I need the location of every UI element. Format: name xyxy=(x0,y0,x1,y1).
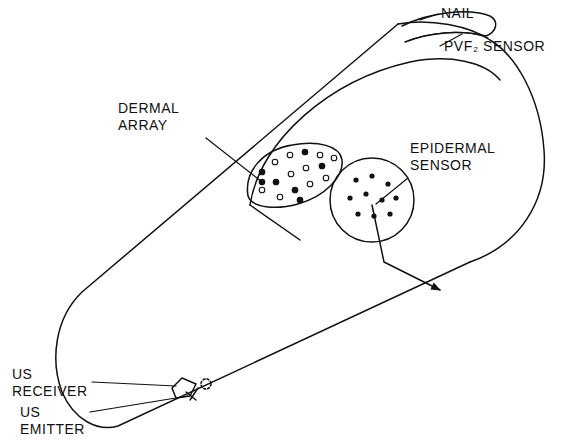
finger-outline xyxy=(56,24,470,428)
part-label: NAIL xyxy=(441,5,474,22)
part-label: US EMITTER xyxy=(20,404,85,438)
dermal-element xyxy=(303,165,309,171)
dermal-element xyxy=(277,194,283,200)
epidermal-element xyxy=(355,211,360,216)
leader-line xyxy=(420,14,438,20)
us-emitter xyxy=(201,379,211,389)
us-emitter xyxy=(186,388,198,400)
part-label: PVF₂ SENSOR xyxy=(444,38,545,55)
dermal-element xyxy=(287,152,293,158)
dermal-element xyxy=(288,171,294,177)
epidermal-element xyxy=(387,211,392,216)
leader-line xyxy=(90,396,188,412)
dermal-element xyxy=(259,187,265,193)
dermal-array xyxy=(247,143,342,207)
dermal-element xyxy=(259,169,265,175)
dermal-element xyxy=(302,149,308,155)
sensor-cable xyxy=(372,205,440,290)
leader-line xyxy=(376,178,408,204)
epidermal-sensor xyxy=(330,158,414,242)
dermal-element xyxy=(307,181,313,187)
part-label: EPIDERMAL SENSOR xyxy=(410,140,495,174)
inner-section xyxy=(250,205,300,240)
epidermal-element xyxy=(363,191,368,196)
inner-section xyxy=(250,59,500,205)
epidermal-element xyxy=(347,195,352,200)
epidermal-element xyxy=(353,177,358,182)
leader-dot xyxy=(260,180,265,185)
epidermal-element xyxy=(385,181,390,186)
leader-line xyxy=(206,138,262,182)
dermal-element xyxy=(292,187,298,193)
epidermal-element xyxy=(369,173,374,178)
epidermal-element xyxy=(379,197,384,202)
epidermal-element xyxy=(393,195,398,200)
dermal-elements xyxy=(259,149,337,203)
dermal-element xyxy=(272,159,278,165)
us-receiver xyxy=(172,378,196,398)
part-label: DERMAL ARRAY xyxy=(118,100,179,134)
epidermal-element xyxy=(371,213,376,218)
dermal-element xyxy=(331,155,337,161)
part-label: US RECEIVER xyxy=(12,366,88,400)
dermal-element xyxy=(317,152,323,158)
leader-line xyxy=(92,382,176,386)
epidermal-elements xyxy=(347,173,398,218)
section-outline xyxy=(398,22,544,262)
dermal-element xyxy=(319,163,325,169)
dermal-element xyxy=(273,179,279,185)
dermal-element xyxy=(323,175,329,181)
dermal-element xyxy=(297,197,303,203)
